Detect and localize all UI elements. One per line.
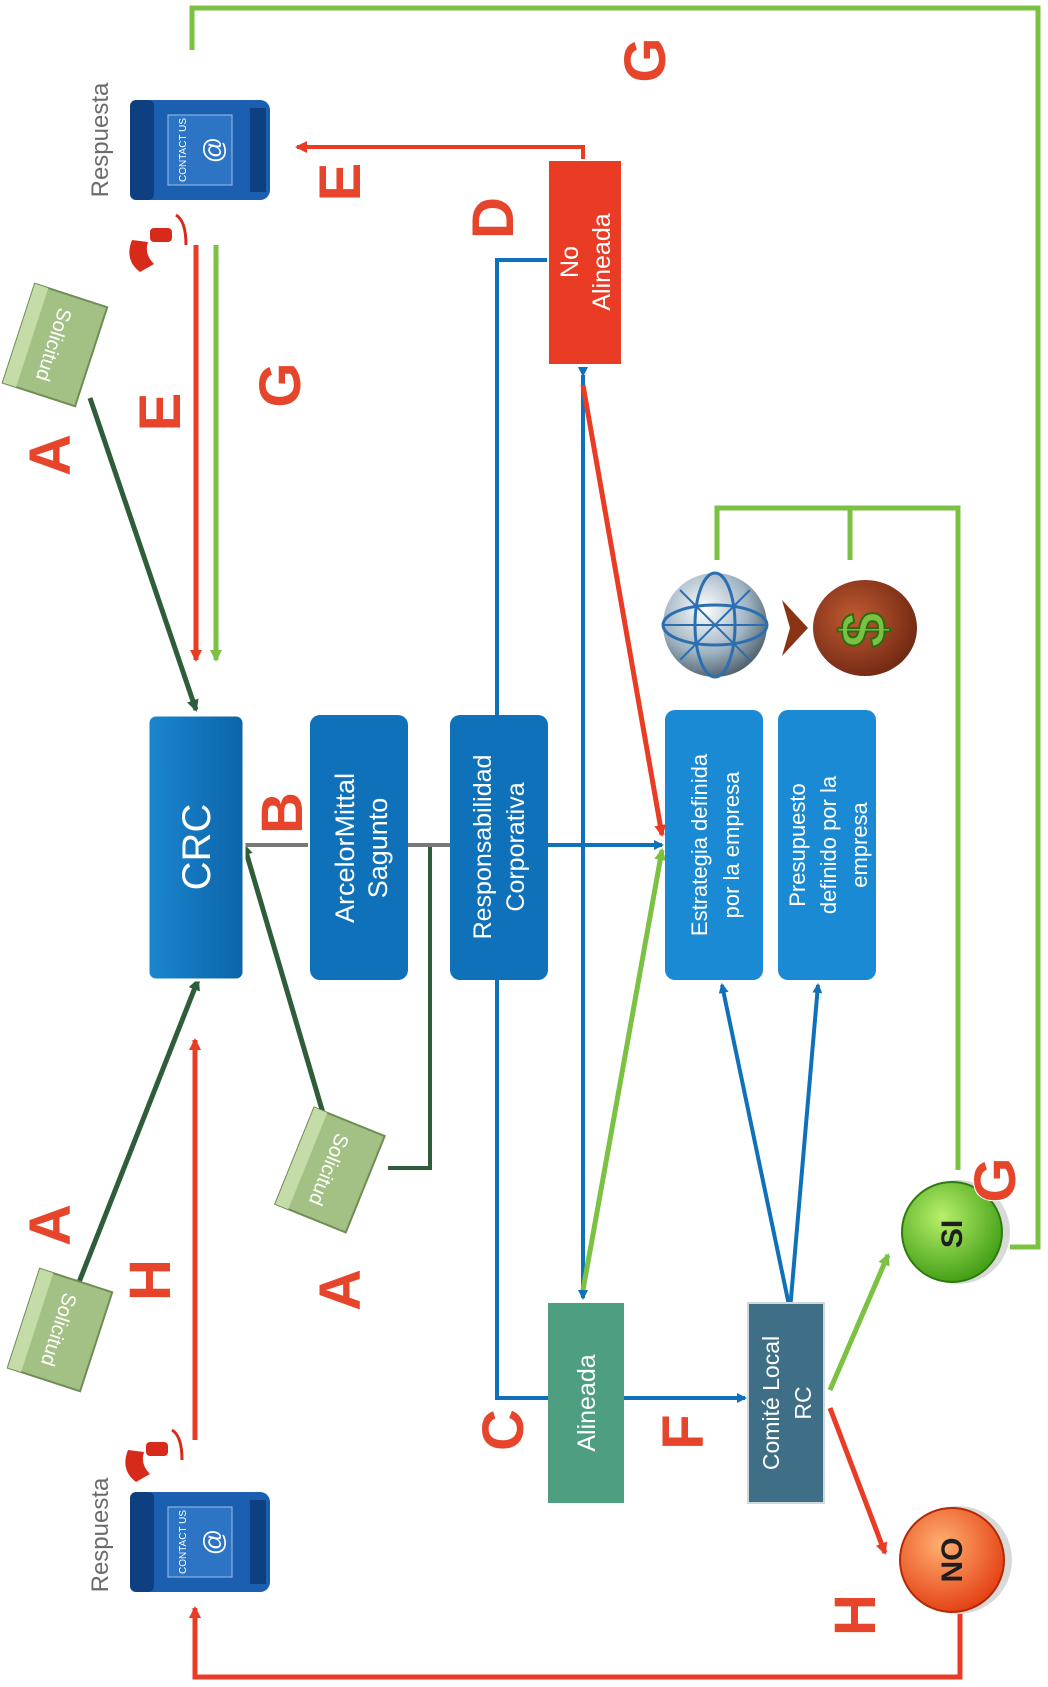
letter-f: F bbox=[651, 1414, 716, 1449]
comite-label-1: Comité Local bbox=[758, 1336, 784, 1470]
crc-label: CRC bbox=[175, 804, 219, 891]
letter-g-bottom: G bbox=[963, 1157, 1028, 1202]
respuesta-bottom-label: Respuesta bbox=[87, 1477, 114, 1592]
dark-arrow-a-bottom bbox=[69, 978, 201, 1301]
arcelor-label-1: ArcelorMittal bbox=[330, 773, 360, 923]
mailbox-bottom-at: @ bbox=[198, 1529, 228, 1555]
alineada-box: Alineada bbox=[548, 1303, 624, 1503]
letter-b: B bbox=[250, 792, 315, 834]
arcelor-label-2: Sagunto bbox=[363, 798, 393, 899]
letter-c: C bbox=[471, 1409, 536, 1451]
no-alineada-label-1: No bbox=[556, 246, 584, 278]
folder-mid-icon: Solicitud bbox=[273, 1106, 387, 1234]
blue-rc-to-alineada bbox=[495, 978, 548, 1400]
arcelor-box: ArcelorMittal Sagunto bbox=[310, 715, 408, 980]
presupuesto-box: Presupuesto definido por la empresa bbox=[778, 710, 876, 980]
blue-comite-to-presupuesto bbox=[788, 983, 823, 1311]
globe-icon bbox=[661, 571, 769, 679]
red-noalineada-to-mailbox bbox=[295, 141, 585, 160]
phone-top-icon bbox=[129, 213, 188, 272]
phone-bottom-icon bbox=[125, 1428, 184, 1482]
letter-g-mid: G bbox=[248, 362, 313, 407]
rc-label-1: Responsabilidad bbox=[469, 755, 497, 940]
no-button[interactable]: NO bbox=[899, 1506, 1012, 1614]
letter-e-mid: E bbox=[128, 393, 193, 432]
si-label: SI bbox=[936, 1220, 969, 1248]
letter-a-mid: A bbox=[308, 1269, 373, 1311]
dollar-symbol: $ bbox=[827, 612, 899, 648]
letter-a-top: A bbox=[18, 434, 83, 476]
dark-arrow-a-mid bbox=[241, 843, 331, 1131]
mailbox-bottom-icon: CONTACT US @ Respuesta bbox=[87, 1477, 270, 1592]
comite-label-2: RC bbox=[790, 1386, 816, 1419]
estrategia-label-2: por la empresa bbox=[719, 771, 744, 919]
no-label: NO bbox=[936, 1538, 969, 1583]
letter-a-bottom: A bbox=[18, 1204, 83, 1246]
letter-h-bottom: H bbox=[823, 1594, 888, 1636]
dark-arrow-a-top bbox=[87, 397, 199, 712]
mailbox-top-panel-text: CONTACT US bbox=[178, 118, 189, 182]
letter-d: D bbox=[461, 197, 526, 239]
dark-line-folder-to-rc bbox=[388, 845, 432, 1170]
green-alineada-to-estrategia bbox=[580, 848, 667, 1291]
green-si-to-resources bbox=[714, 505, 961, 1170]
estrategia-box: Estrategia definida por la empresa bbox=[665, 710, 763, 980]
blue-rc-to-noalineada bbox=[495, 258, 548, 715]
mailbox-top-icon: CONTACT US @ Respuesta bbox=[87, 82, 270, 200]
crc-box: CRC bbox=[146, 713, 246, 982]
presupuesto-label-1: Presupuesto bbox=[785, 783, 810, 907]
mailbox-top-at: @ bbox=[198, 137, 228, 163]
step-letters: A A A B C D E E F G G G H H bbox=[17, 36, 1029, 1637]
folder-top-icon: Solicitud bbox=[1, 282, 109, 408]
letter-h-left: H bbox=[118, 1259, 183, 1301]
blue-comite-to-estrategia bbox=[718, 983, 792, 1311]
red-return-line bbox=[189, 1595, 963, 1680]
money-bag-icon: $ bbox=[782, 580, 917, 676]
no-alineada-box: No Alineada bbox=[547, 159, 623, 366]
presupuesto-label-2: definido por la bbox=[816, 775, 841, 914]
letter-g-top: G bbox=[613, 37, 678, 82]
no-alineada-label-2: Alineada bbox=[588, 213, 616, 310]
estrategia-label-1: Estrategia definida bbox=[687, 753, 712, 936]
green-loop-top bbox=[189, 5, 1041, 1250]
mailbox-bottom-panel-text: CONTACT US bbox=[178, 1510, 189, 1574]
respuesta-top-label: Respuesta bbox=[87, 82, 114, 197]
si-button[interactable]: SI bbox=[901, 1180, 1010, 1284]
green-comite-to-si bbox=[827, 1253, 891, 1391]
responsabilidad-box: Responsabilidad Corporativa bbox=[450, 715, 548, 980]
letter-e-top: E bbox=[308, 163, 373, 202]
rc-label-2: Corporativa bbox=[502, 782, 530, 911]
red-comite-to-no bbox=[827, 1407, 888, 1555]
red-noalineada-to-estrategia bbox=[580, 384, 667, 837]
folder-bottom-left-icon: Solicitud bbox=[6, 1267, 114, 1393]
presupuesto-label-3: empresa bbox=[847, 801, 872, 887]
alineada-label: Alineada bbox=[573, 1354, 601, 1451]
connectors bbox=[69, 5, 1041, 1680]
comite-box: Comité Local RC bbox=[747, 1302, 825, 1504]
